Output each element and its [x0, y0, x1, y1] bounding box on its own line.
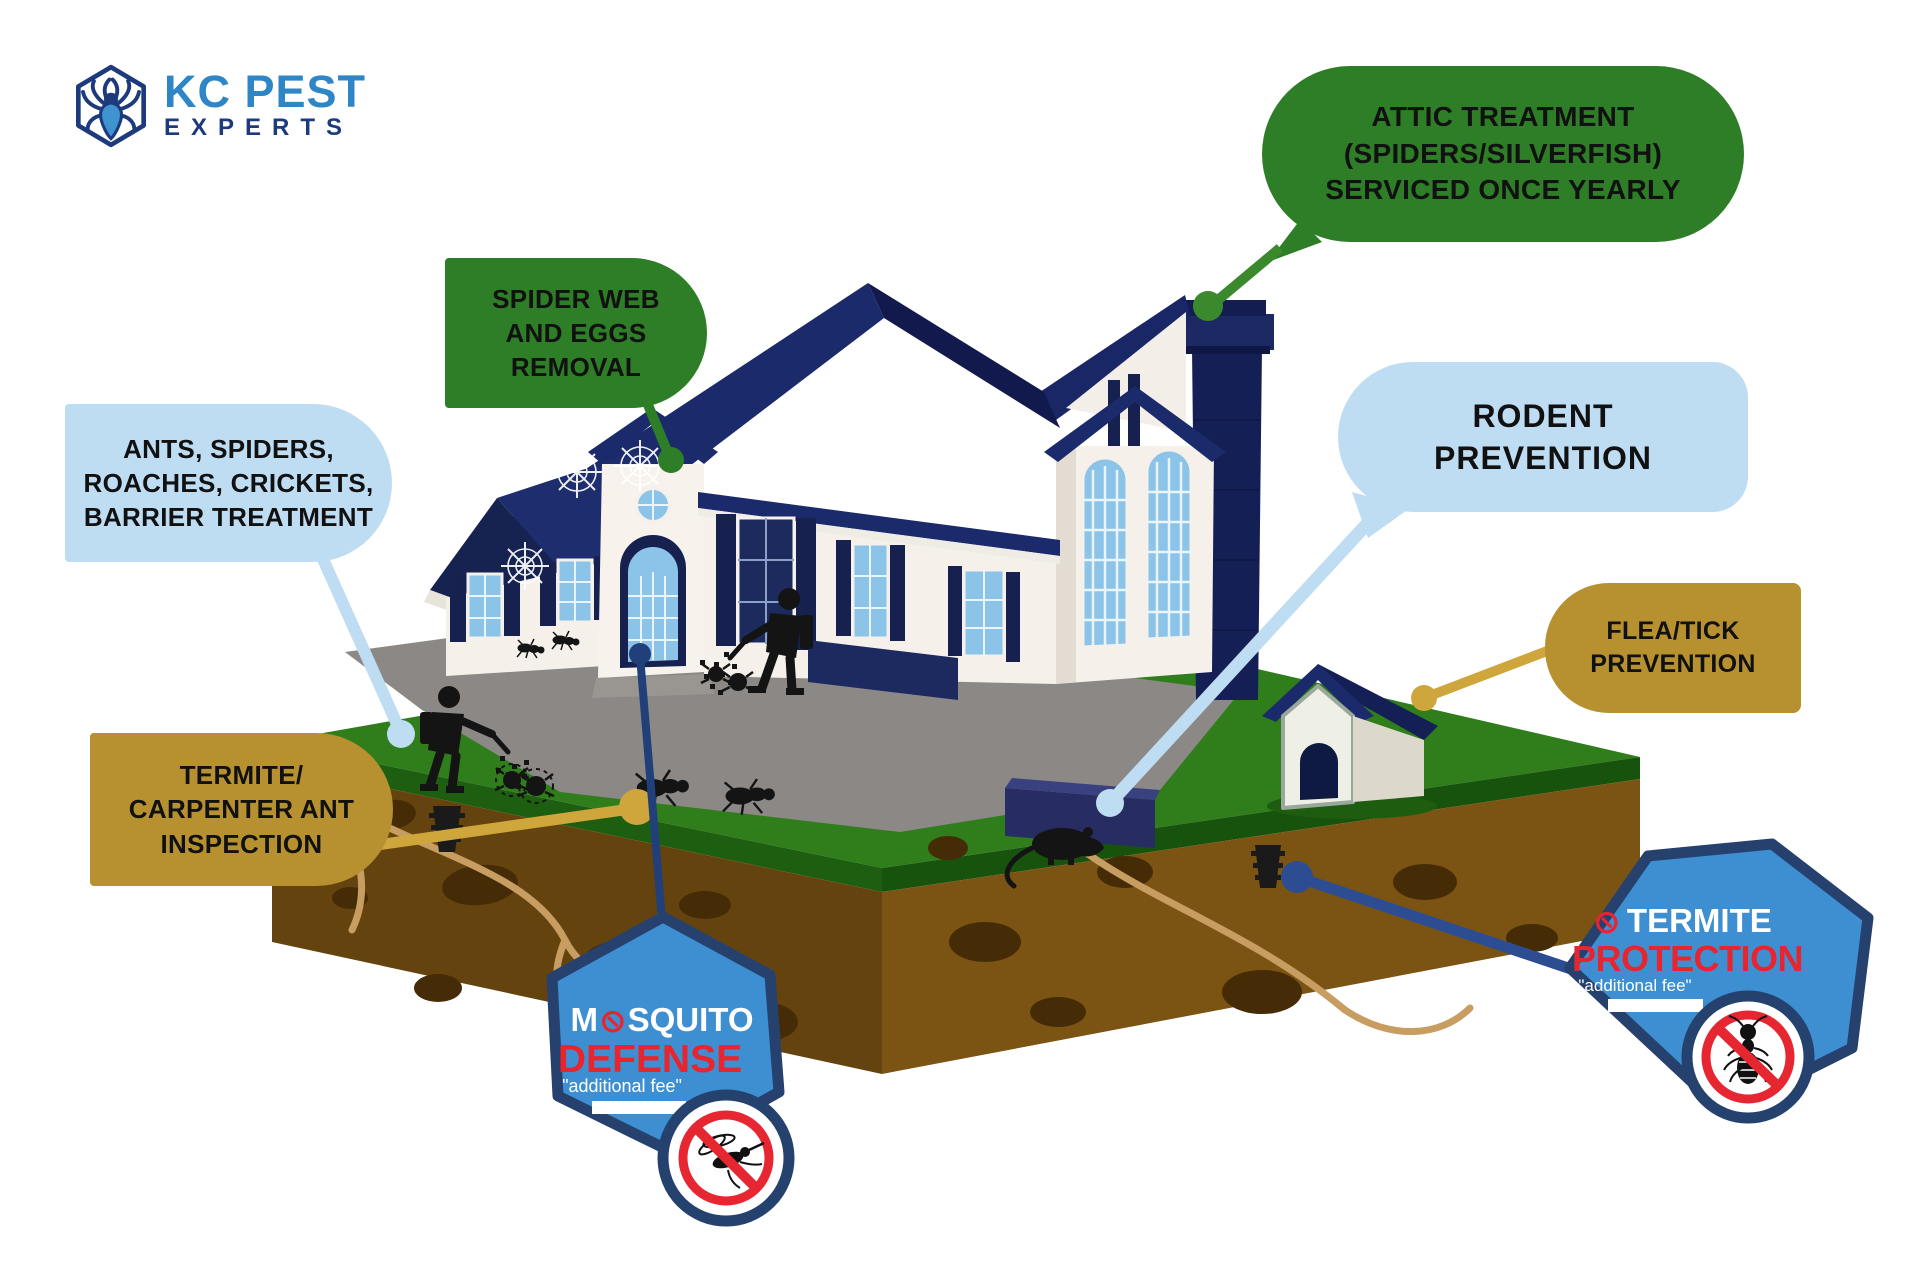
window-shutter: [504, 570, 520, 636]
callout-rodent-prevention: RODENT PREVENTION: [1338, 362, 1748, 512]
window-shutter: [716, 514, 736, 646]
window-shutter: [450, 576, 466, 642]
badge-title: TERMITE: [1626, 902, 1772, 939]
callout-text-line: BARRIER TREATMENT: [83, 502, 374, 533]
callout-text-line: (SPIDERS/SILVERFISH): [1343, 137, 1663, 169]
brand-name: KC PEST: [164, 66, 367, 118]
callout-text-line: ANTS, SPIDERS,: [123, 433, 334, 464]
connector-line: [312, 545, 407, 736]
callout-barrier-treatment: ANTS, SPIDERS, ROACHES, CRICKETS, BARRIE…: [65, 404, 392, 562]
callout-text-line: ATTIC TREATMENT: [1371, 100, 1635, 132]
callout-text-line: AND EGGS: [505, 317, 647, 348]
front-wing: [592, 492, 1060, 700]
logo: KC PEST EXPERTS: [72, 64, 366, 148]
termite-badge: [1564, 838, 1874, 1124]
callout-flea-tick-prevention: FLEA/TICK PREVENTION: [1545, 583, 1801, 713]
callout-connectors: [312, 220, 1576, 976]
mosquito-badge-subtitle: DEFENSE: [557, 1038, 743, 1081]
pest-technician-icon: [727, 588, 813, 695]
brand-tagline: EXPERTS: [164, 114, 354, 142]
callout-spider-web-removal: SPIDER WEB AND EGGS REMOVAL: [445, 258, 707, 408]
no-symbol-icon: ⊘: [598, 1001, 627, 1039]
callout-text-line: PREVENTION: [1433, 440, 1653, 476]
termite-badge-note: "additional fee": [1578, 976, 1692, 995]
window-shutter: [948, 566, 962, 656]
callout-text-line: SERVICED ONCE YEARLY: [1325, 174, 1681, 206]
connector-dot: [387, 720, 415, 748]
connector-dot: [1281, 861, 1313, 893]
tower: [1044, 386, 1226, 684]
window-shutter: [1006, 572, 1020, 662]
porch: [808, 640, 958, 700]
pest-technician-icon: [420, 686, 511, 793]
callout-text-line: PREVENTION: [1590, 650, 1756, 678]
dog-house-door: [1300, 743, 1338, 800]
spider-icon: [494, 763, 555, 804]
connector-line: [1295, 871, 1576, 976]
connector-dot: [619, 789, 655, 825]
connector-line: [636, 655, 666, 921]
callout-attic-treatment: ATTIC TREATMENT (SPIDERS/SILVERFISH) SER…: [1262, 66, 1744, 242]
badge-title-prefix: M: [570, 1001, 598, 1038]
callout-text-line: RODENT: [1472, 397, 1614, 434]
window-shutter: [890, 545, 905, 641]
callout-text-line: REMOVAL: [510, 352, 642, 383]
rat-icon: [1004, 827, 1104, 889]
logo-text: KC PEST EXPERTS: [164, 69, 366, 143]
callout-text-line: INSPECTION: [160, 828, 323, 859]
callout-text-line: ROACHES, CRICKETS,: [83, 467, 374, 498]
callout-text-line: CARPENTER ANT: [128, 794, 355, 825]
badge-underline: [1608, 999, 1703, 1012]
door-step: [592, 674, 714, 698]
connector-dot: [1193, 291, 1223, 321]
connector-dot: [1411, 685, 1437, 711]
dog-house: [1262, 664, 1438, 819]
connector-dot: [629, 643, 651, 665]
no-termite-icon: [1681, 990, 1815, 1124]
connector-line: [369, 802, 638, 852]
callout-text-line: SPIDER WEB: [492, 283, 660, 314]
spider-icon: [700, 662, 755, 693]
entry: [588, 408, 718, 678]
connector-line: [1208, 244, 1284, 309]
callout-termite-inspection: TERMITE/ CARPENTER ANT INSPECTION: [90, 733, 393, 886]
spider-web-icon: [501, 440, 666, 590]
connector-dot: [658, 447, 684, 473]
window-shutter: [540, 562, 556, 626]
connector-dot: [1096, 789, 1124, 817]
connector-line: [1105, 507, 1383, 808]
mosquito-badge-title: M⊘SQUITO: [552, 1000, 772, 1040]
badge-title-suffix: SQUITO: [627, 1001, 754, 1038]
termite-badge-title: ⊘TERMITE: [1576, 902, 1788, 940]
no-symbol-icon: ⊘: [1593, 902, 1621, 940]
connector-line: [1422, 643, 1557, 703]
callout-text-line: TERMITE/: [179, 760, 304, 791]
mosquito-badge-note: "additional fee": [562, 1076, 682, 1096]
no-mosquito-icon: [657, 1089, 795, 1227]
badge-underline: [592, 1101, 686, 1114]
house: [424, 283, 1438, 848]
window-shutter: [836, 540, 851, 636]
callout-text-line: FLEA/TICK: [1606, 617, 1740, 645]
termite-badge-subtitle: PROTECTION: [1572, 938, 1804, 979]
spider-hexagon-icon: [76, 64, 147, 148]
mosquito-badge: [546, 911, 795, 1227]
